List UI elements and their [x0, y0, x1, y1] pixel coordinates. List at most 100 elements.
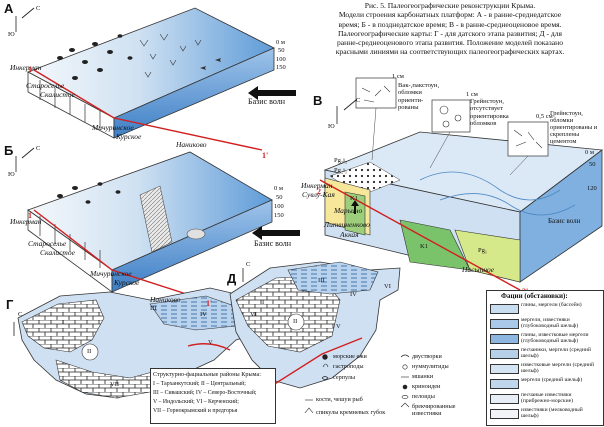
fossil-item: морские ежи: [333, 353, 367, 360]
place-nasypnoe: Насыпное: [462, 265, 495, 274]
place-michurinskoe: Мичуринское: [92, 123, 134, 132]
wave-base-label: Базис волн: [254, 239, 292, 248]
figure-caption: Рис. 5. Палеогеографические реконструкци…: [300, 1, 600, 57]
fossil-item: брекчированные известняки: [412, 403, 456, 417]
region-label: VI: [250, 311, 257, 318]
fossil-item: серпулы: [333, 374, 356, 381]
caption-line: Модели строения карбонатных платформ: А …: [338, 10, 562, 20]
depth-50: 50: [276, 194, 283, 201]
region-label: VI: [384, 283, 391, 290]
wave-base-arrows: [248, 86, 300, 240]
facies-swatch: [490, 319, 519, 329]
place-nanikovo: Наниково: [176, 140, 207, 149]
compass-north: С: [356, 97, 361, 104]
map-g: [13, 287, 283, 399]
facies-swatch: [490, 409, 519, 419]
facies-label: мергели (средний шельф): [521, 377, 583, 383]
compass-south: Ю: [328, 123, 335, 130]
place-staroselye: Староселье: [26, 81, 65, 90]
callout-1: Вак-,пакстоун, обломки ориенти-рованы: [398, 82, 440, 111]
place-suvlu: Сувлу-Кая: [302, 190, 335, 199]
region-label: IV: [350, 291, 357, 298]
marker-1: 1: [28, 65, 32, 74]
callout-2: Грейнстоун, отсутствует ориентировка обл…: [470, 98, 509, 127]
regions-legend-line: III – Сивашский; IV – Северо-Восточный;: [153, 390, 257, 396]
depth-0: 0 м: [585, 149, 594, 156]
caption-line: ранне-среднеоценового этапа развития. По…: [336, 38, 563, 47]
regions-legend-line: VII – Горнокрымский и предгорья: [153, 408, 238, 414]
fossil-item: кости, чешуи рыб: [316, 396, 363, 403]
panel-label-d: Д: [227, 271, 237, 286]
place-michurinskoe: Мичуринское: [90, 269, 132, 278]
stratum-label: Pg₂i₂: [334, 157, 348, 164]
place-inkerman: Инкерман: [10, 217, 42, 226]
stratum-label: Pg₂i₁: [334, 167, 348, 174]
place-skalistoe: Скалистое: [40, 90, 75, 99]
section-lines: [33, 69, 521, 301]
region-label: III: [150, 305, 157, 312]
fossil-item: спикулы кремневых губок: [316, 409, 386, 416]
depth-0: 0 м: [274, 185, 283, 192]
facies-label: песчаные известняки (прибрежно-морские): [521, 392, 573, 404]
place-inkerman: Инкерман: [10, 63, 42, 72]
stratum-label: Pg₁: [478, 247, 488, 254]
depth-100: 100: [274, 203, 284, 210]
scale-bar-label: 1 см: [392, 73, 404, 80]
panel-label-b: Б: [4, 143, 14, 158]
stratum-label: K1: [420, 243, 428, 250]
fossil-item: двустворки: [412, 353, 442, 360]
marker-1-prime: 1': [262, 151, 269, 160]
callout-3: Грейнстоун, обломки ориентированы и скре…: [550, 110, 598, 146]
fossil-symbols: [304, 354, 410, 414]
facies-swatch: [490, 379, 519, 389]
regions-legend-line: I – Тарханкутский; II – Центральный;: [153, 381, 246, 387]
fossil-item: пелоиды: [412, 393, 435, 400]
panel-v-block: [323, 77, 604, 283]
facies-label: известняки (мелководный шельф): [521, 407, 583, 419]
regions-legend-line: V – Индольский; VI – Керченский;: [153, 399, 239, 405]
panel-label-a: А: [4, 1, 14, 16]
facies-swatch: [490, 334, 519, 344]
marker-1: 1: [28, 211, 32, 220]
compass-north: С: [36, 145, 41, 152]
regions-legend-title: Структурно-фациальные районы Крыма:: [153, 371, 261, 378]
fossil-item: гастроподы: [333, 363, 364, 370]
region-label: VII: [110, 381, 120, 388]
fossil-item: нуммулитиды: [412, 363, 449, 370]
compass-north: С: [36, 5, 41, 12]
panel-label-g: Г: [6, 297, 14, 312]
wave-base-label: Базис волн: [248, 97, 286, 106]
facies-legend: Фации (обстановки): глины, мергели (басс…: [486, 290, 604, 426]
fossil-item: мшанки: [412, 373, 434, 380]
depth-150: 150: [276, 64, 286, 71]
region-label: III: [318, 277, 325, 284]
compass-south: Ю: [8, 171, 15, 178]
facies-legend-title: Фации (обстановки):: [501, 292, 568, 300]
region-label: II: [293, 318, 298, 325]
compass-north: С: [246, 261, 251, 268]
facies-label: известковые мергели (средний шельф): [521, 362, 594, 374]
compass-south: Ю: [8, 31, 15, 38]
depth-0: 0 м: [276, 39, 285, 46]
region-label: V: [208, 339, 213, 346]
scale-bar-label: 0,5 см: [536, 113, 553, 120]
region-label: I: [262, 299, 265, 306]
depth-50: 50: [278, 47, 285, 54]
facies-swatch: [490, 364, 519, 374]
place-maryino: Марьино: [334, 206, 363, 215]
panel-a-block: [15, 7, 275, 139]
facies-label: песчаники, мергели (средний шельф): [521, 347, 591, 359]
facies-swatch: [490, 349, 519, 359]
stratum-label: K1: [350, 195, 358, 202]
regions-legend: Структурно-фациальные районы Крыма: I – …: [150, 368, 276, 424]
region-label: IV: [200, 311, 207, 318]
panel-label-v: В: [313, 93, 323, 108]
facies-label: глины, известковые мергели (глубоководны…: [521, 332, 589, 344]
region-label: V: [336, 323, 341, 330]
caption-title: Рис. 5. Палеогеографические реконструкци…: [364, 1, 536, 10]
compass-north: С: [18, 311, 23, 318]
fossil-item: криноидеи: [412, 383, 441, 390]
facies-label: мергели, известняки (глубоководный шельф…: [521, 317, 579, 329]
place-akkaya: Аккая: [340, 230, 359, 239]
